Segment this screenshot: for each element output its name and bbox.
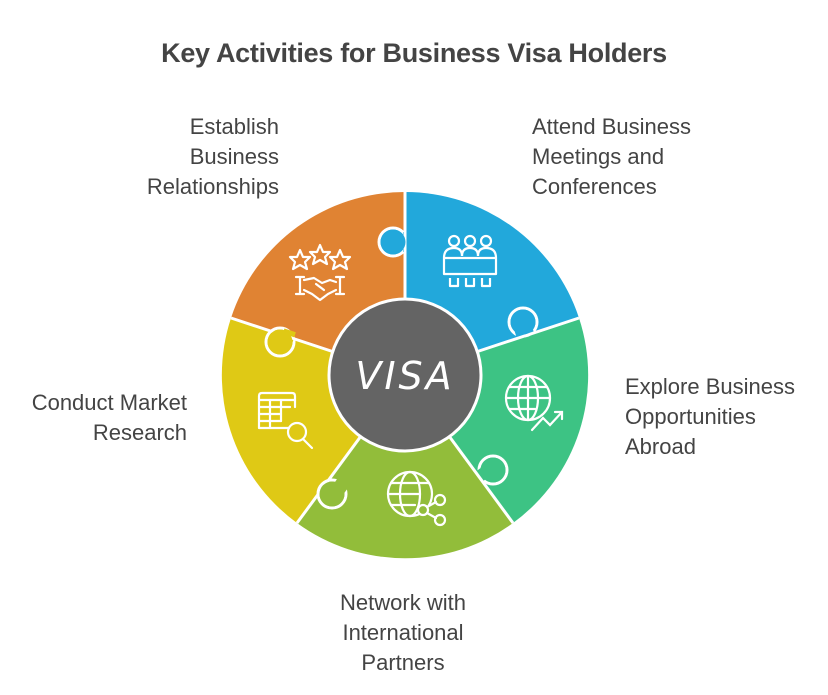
globe-share-icon — [386, 470, 447, 527]
label-line: Abroad — [625, 434, 696, 459]
label-line: Establish — [189, 114, 279, 139]
stars-handshake-icon — [288, 243, 352, 302]
label-line: Business — [189, 144, 279, 169]
label-attend: Attend Business Meetings and Conferences — [532, 112, 691, 202]
label-explore: Explore Business Opportunities Abroad — [625, 372, 795, 462]
label-establish: Establish Business Relationships — [147, 112, 279, 202]
label-line: Opportunities — [625, 404, 756, 429]
label-research: Conduct Market Research — [32, 388, 187, 448]
table-search-icon — [257, 391, 314, 450]
label-line: Relationships — [146, 174, 279, 199]
label-line: Research — [92, 420, 187, 445]
label-network: Network with International Partners — [300, 588, 506, 678]
label-line: International — [342, 620, 464, 645]
segment-network — [297, 375, 513, 559]
label-line: Attend Business — [532, 114, 691, 139]
label-line: Network with — [340, 590, 466, 615]
globe-growth-icon — [504, 374, 564, 432]
label-line: Meetings and — [532, 144, 665, 169]
label-line: Conferences — [532, 174, 657, 199]
label-line: Partners — [361, 650, 445, 675]
label-line: Explore Business — [625, 374, 795, 399]
center-circle — [327, 297, 483, 453]
meeting-table-icon — [442, 234, 498, 288]
label-line: Conduct Market — [31, 390, 187, 415]
center-label: VISA — [355, 354, 454, 398]
page-title: Key Activities for Business Visa Holders — [161, 38, 667, 68]
